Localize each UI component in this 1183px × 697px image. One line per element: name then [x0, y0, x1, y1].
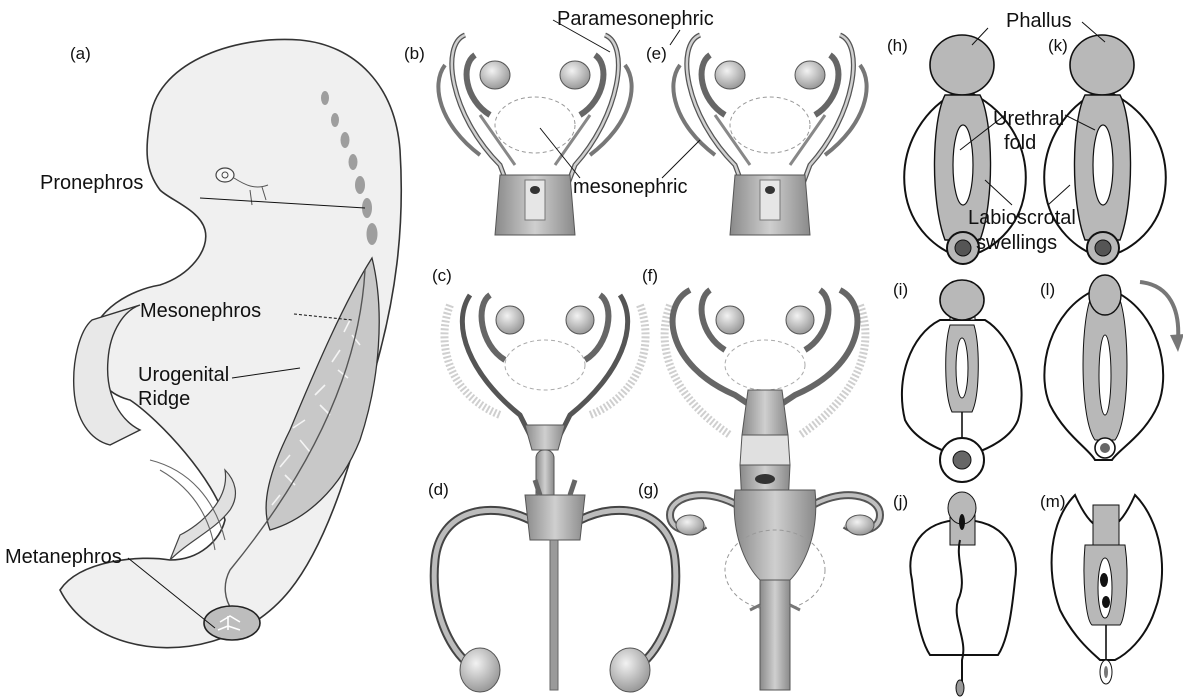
panel-f-diagram [665, 290, 866, 505]
panel-g-diagram [670, 490, 880, 690]
urethral-fold-label-line1: Urethral [993, 108, 1064, 130]
paramesonephric-leader-e [670, 30, 680, 45]
panel-d-diagram [434, 480, 676, 692]
panel-label-l: (l) [1040, 280, 1055, 300]
panel-label-m: (m) [1040, 492, 1065, 512]
urogenital-ridge-label-line2: Ridge [138, 388, 190, 410]
metanephros-label: Metanephros [5, 546, 122, 568]
panel-label-k: (k) [1048, 36, 1068, 56]
metanephros-kidney [204, 606, 260, 640]
mesonephric-leader-e [662, 140, 700, 178]
panel-label-d: (d) [428, 480, 449, 500]
mesonephros-label: Mesonephros [140, 300, 261, 322]
panel-b-diagram [438, 35, 631, 235]
panel-label-b: (b) [404, 44, 425, 64]
panel-i-diagram [902, 280, 1022, 482]
panel-label-a: (a) [70, 44, 91, 64]
panel-label-f: (f) [642, 266, 658, 286]
panel-m-diagram [1052, 495, 1162, 684]
paramesonephric-label: Paramesonephric [557, 8, 714, 30]
urethral-fold-label-line2: fold [1004, 132, 1036, 154]
panel-label-i: (i) [893, 280, 908, 300]
mesonephric-label: mesonephric [573, 176, 688, 198]
panel-e-diagram [673, 35, 866, 235]
panel-j-diagram [910, 492, 1016, 696]
labioscrotal-label-line1: Labioscrotal [968, 207, 1076, 229]
panel-c-diagram [444, 295, 645, 510]
panel-label-c: (c) [432, 266, 452, 286]
pronephros-label: Pronephros [40, 172, 143, 194]
phallus-label: Phallus [1006, 10, 1072, 32]
panel-label-g: (g) [638, 480, 659, 500]
panel-k-diagram [1044, 35, 1166, 264]
urogenital-ridge-label-line1: Urogenital [138, 364, 229, 386]
labioscrotal-label-line2: swellings [976, 232, 1057, 254]
panel-label-e: (e) [646, 44, 667, 64]
panel-label-j: (j) [893, 492, 908, 512]
panel-label-h: (h) [887, 36, 908, 56]
panel-l-diagram [1044, 275, 1183, 460]
